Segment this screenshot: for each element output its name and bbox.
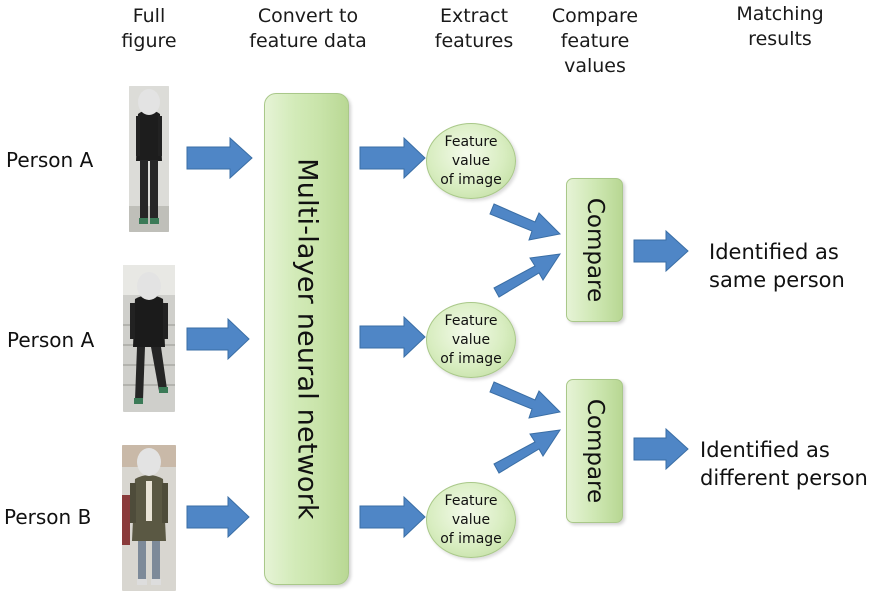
neural-network-box: Multi-layer neural network — [264, 93, 349, 585]
person-a-photo-2 — [123, 265, 175, 412]
feature-value-2: Feature value of image — [426, 302, 516, 378]
compare-box-1: Compare — [566, 178, 623, 322]
header-full-figure: Full figure — [121, 5, 177, 52]
person-label-2: Person A — [7, 328, 95, 352]
feature-value-3: Feature value of image — [426, 482, 516, 558]
person-b-photo — [122, 445, 176, 591]
person-a-photo-1 — [129, 86, 169, 232]
arrow-diagonal-icon — [489, 381, 562, 419]
header-convert: Convert to feature data — [249, 5, 367, 52]
person-label-3: Person B — [4, 505, 92, 529]
person-label-1: Person A — [6, 148, 94, 172]
arrow-right-icon — [359, 136, 426, 180]
arrow-right-icon — [633, 229, 689, 273]
header-extract: Extract features — [434, 5, 514, 52]
feature-value-1: Feature value of image — [426, 123, 516, 199]
arrow-diagonal-icon — [493, 429, 562, 474]
header-matching: Matching results — [736, 3, 824, 50]
feature-value-2-label: Feature value of image — [440, 312, 502, 367]
arrow-right-icon — [359, 495, 426, 539]
header-compare: Compare feature values — [551, 5, 639, 77]
result-different-person: Identified as different person — [700, 438, 868, 490]
result-same-person: Identified as same person — [709, 240, 845, 292]
arrow-right-icon — [186, 495, 250, 539]
arrow-right-icon — [359, 315, 426, 359]
feature-value-3-label: Feature value of image — [440, 492, 502, 547]
arrow-diagonal-icon — [489, 203, 562, 241]
arrow-right-icon — [186, 136, 253, 180]
feature-value-1-label: Feature value of image — [440, 133, 502, 188]
arrow-right-icon — [633, 427, 689, 471]
arrow-diagonal-icon — [493, 253, 562, 298]
compare-box-2: Compare — [566, 379, 623, 523]
arrow-right-icon — [186, 317, 250, 361]
